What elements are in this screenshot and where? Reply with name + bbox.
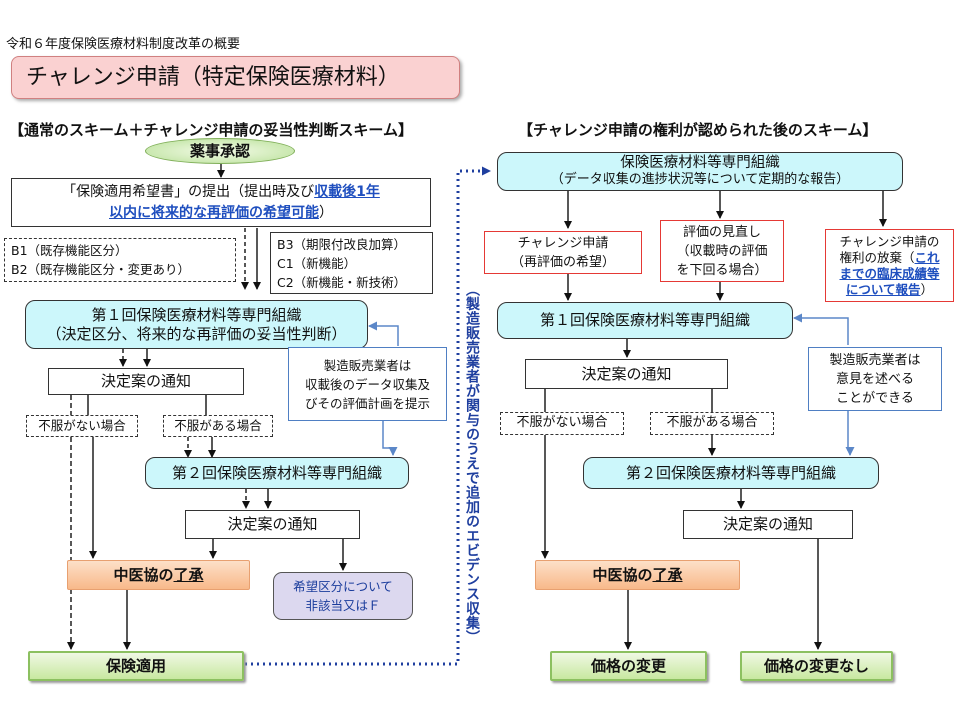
evaluation-review-line-3: を下回る場合） [676, 262, 768, 278]
no-price-change: 価格の変更なし [740, 651, 893, 681]
left-scheme-heading: 【通常のスキーム＋チャレンジ申請の妥当性判断スキーム】 [9, 121, 413, 139]
right-committee-1: 第１回保険医療材料等専門組織 [497, 302, 793, 339]
page-subtitle: 令和６年度保険医療材料制度改革の概要 [6, 37, 241, 52]
right-maker-note-line-2: 意見を述べる [835, 371, 914, 387]
c2-label: C2（新機能・新技術） [277, 275, 407, 290]
right-maker-note: 製造販売業者は 意見を述べる ことができる [808, 347, 942, 411]
left-chuikyo-emph: 了承 [173, 565, 204, 584]
left-chuikyo-prefix: 中医協の [113, 565, 174, 584]
waiver-line-1: チャレンジ申請の [839, 233, 940, 249]
right-chuikyo-emph: 了承 [652, 565, 683, 584]
application-text-emph-2: 以内に将来的な再評価の希望可能 [109, 205, 319, 221]
left-notice-1: 決定案の通知 [48, 368, 244, 395]
right-no-objection: 不服がない場合 [500, 412, 624, 435]
waiver-line-2-plain: 権利の放棄（ [839, 249, 915, 265]
insurance-coverage: 保険適用 [28, 651, 244, 681]
page-title: チャレンジ申請（特定保険医療材料） [11, 56, 460, 99]
c1-label: C1（新機能） [277, 256, 357, 271]
right-chuikyo-prefix: 中医協の [592, 565, 653, 584]
challenge-request-box: チャレンジ申請 （再評価の希望） [484, 231, 642, 274]
right-notice-1: 決定案の通知 [525, 359, 728, 389]
right-notice-2: 決定案の通知 [683, 510, 853, 539]
application-text-plain-1: 「保険適用希望書」の提出（提出時及び [62, 184, 315, 200]
waiver-line-4-emph: について報告 [845, 281, 921, 297]
b2-label: B2（既存機能区分・変更あり） [11, 262, 191, 277]
evaluation-review-box: 評価の見直し （収載時の評価 を下回る場合） [660, 220, 784, 282]
left-committee-2: 第２回保険医療材料等専門組織 [145, 457, 409, 489]
waiver-line-4-plain: ） [920, 281, 934, 297]
right-committee-top-title: 保険医療材料等専門組織 [620, 155, 780, 172]
b3-label: B3（期限付改良加算） [277, 237, 407, 252]
waiver-line-3: までの臨床成績等 [839, 265, 940, 281]
left-committee-1-desc: （決定区分、将来的な再評価の妥当性判断） [46, 324, 347, 343]
left-maker-note-line-3: びその評価計画を提示 [304, 395, 430, 411]
evaluation-review-line-1: 評価の見直し [682, 224, 761, 240]
left-maker-note: 製造販売業者は 収載後のデータ収集及 びその評価計画を提示 [288, 347, 447, 421]
price-change: 価格の変更 [550, 651, 707, 681]
right-waiver-box: チャレンジ申請の 権利の放棄（これ までの臨床成績等 について報告） [825, 229, 954, 302]
evidence-collection-label: （製造販売業者が関与のうえで追加のエビデンス収集） [464, 282, 480, 645]
right-maker-note-line-3: ことができる [836, 390, 914, 406]
b1-label: B1（既存機能区分） [11, 243, 128, 258]
left-no-objection: 不服がない場合 [26, 415, 138, 437]
not-applicable-line-1: 希望区分について [293, 579, 393, 594]
right-committee-top-desc: （データ収集の進捗状況等について定期的な報告） [550, 172, 850, 188]
left-notice-2: 決定案の通知 [185, 510, 360, 539]
left-maker-note-line-1: 製造販売業者は [323, 357, 412, 373]
left-committee-1-title: 第１回保険医療材料等専門組織 [91, 305, 302, 324]
right-committee-top: 保険医療材料等専門組織 （データ収集の進捗状況等について定期的な報告） [497, 152, 903, 191]
left-committee-1: 第１回保険医療材料等専門組織 （決定区分、将来的な再評価の妥当性判断） [25, 300, 368, 349]
application-box: 「保険適用希望書」の提出（提出時及び収載後1年 以内に将来的な再評価の希望可能） [11, 178, 431, 227]
approval-node: 薬事承認 [145, 138, 295, 164]
right-committee-2: 第２回保険医療材料等専門組織 [583, 457, 879, 489]
challenge-request-line-2: （再評価の希望） [510, 254, 615, 270]
left-maker-note-line-2: 収載後のデータ収集及 [304, 376, 430, 392]
c-groups-box: B3（期限付改良加算） C1（新機能） C2（新機能・新技術） [270, 232, 433, 294]
not-applicable-box: 希望区分について 非該当又はＦ [273, 572, 413, 620]
application-text-emph-1: 収載後1年 [314, 184, 380, 200]
waiver-line-2-emph: これ [914, 249, 940, 265]
left-objection: 不服がある場合 [163, 415, 273, 437]
evaluation-review-line-2: （収載時の評価 [676, 243, 768, 259]
right-scheme-heading: 【チャレンジ申請の権利が認められた後のスキーム】 [518, 121, 878, 139]
b-groups-box: B1（既存機能区分） B2（既存機能区分・変更あり） [4, 238, 236, 282]
right-objection: 不服がある場合 [650, 412, 774, 435]
right-chuikyo-approval: 中医協の了承 [535, 560, 740, 590]
application-text-plain-2: ） [319, 205, 333, 221]
right-maker-note-line-1: 製造販売業者は [829, 352, 921, 368]
not-applicable-line-2: 非該当又はＦ [305, 598, 381, 613]
left-chuikyo-approval: 中医協の了承 [67, 560, 250, 590]
challenge-request-line-1: チャレンジ申請 [517, 235, 609, 251]
